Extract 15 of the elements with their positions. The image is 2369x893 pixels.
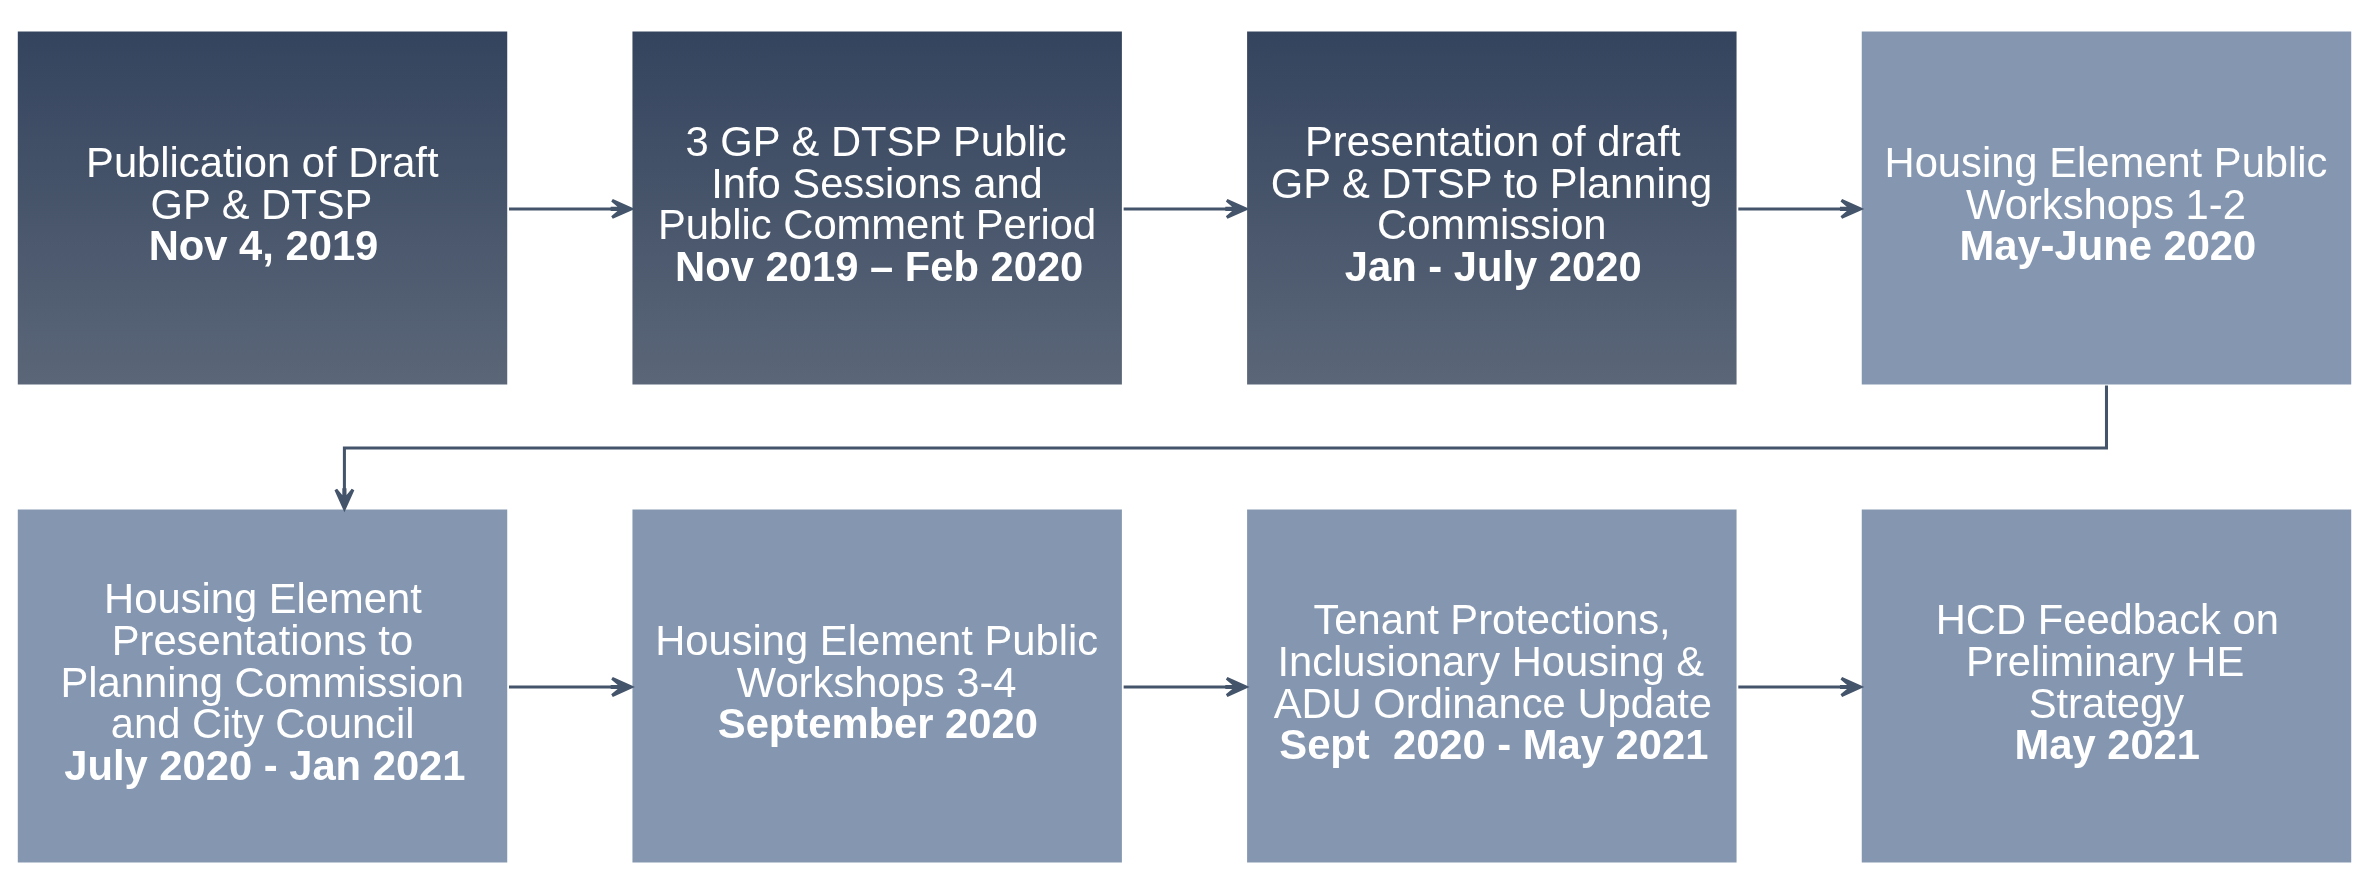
node-box: Tenant Protections, Inclusionary Housing & ADU Ordinance Update Sept 2020 - May 2021 [1245,507,1739,864]
arrow [509,198,633,219]
node-box: Housing Element Public Workshops 3-4 September 2020 [630,507,1124,864]
node-box: Presentation of draft GP & DTSP to Planning Commission Jan - July 2020 [1245,29,1739,386]
arrow [1738,676,1862,697]
node-box: Housing Element Presentations to Planning Commission and City Council July 2020 - Jan 2021 [15,507,510,864]
arrow [1123,676,1248,697]
node-box: Publication of Draft GP & DTSP Nov 4, 2019 [15,29,510,386]
arrow [1123,198,1248,219]
node-box: Housing Element Public Workshops 1-2 May-June 2020 [1859,29,2354,386]
arrow [334,385,2108,510]
node-box: HCD Feedback on Preliminary HE Strategy May 2021 [1859,507,2354,864]
node-box: 3 GP & DTSP Public Info Sessions and Public Comment Period Nov 2019 – Feb 2020 [630,29,1124,386]
arrow [509,676,633,697]
arrow [1738,198,1862,219]
